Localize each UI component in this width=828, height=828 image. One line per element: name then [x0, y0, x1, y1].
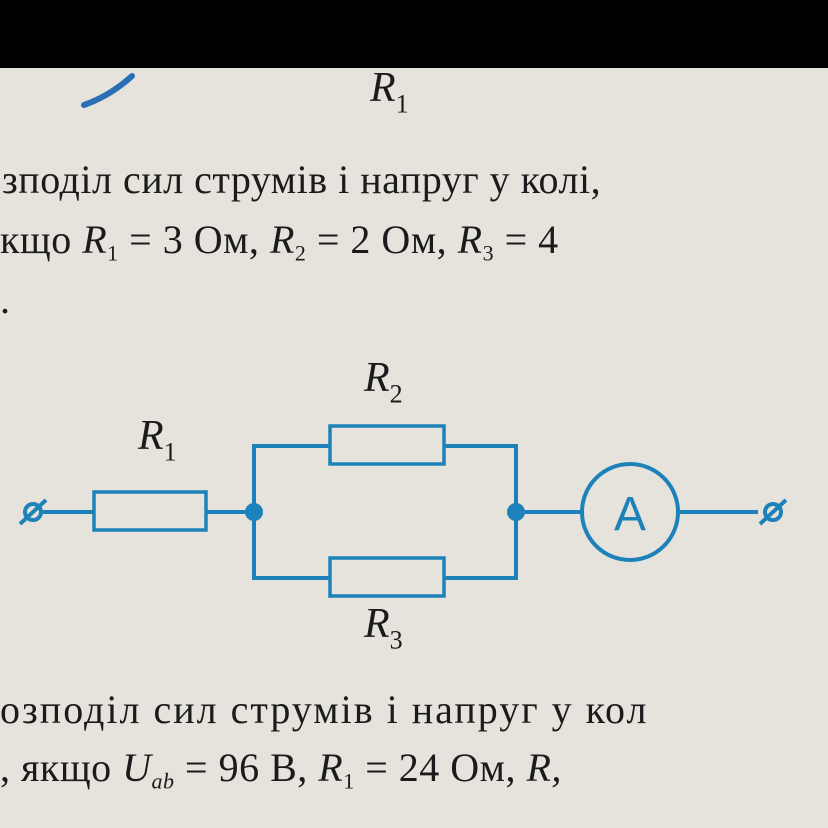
junction-left — [245, 503, 263, 521]
top-resistor-label: R1 — [370, 68, 409, 119]
pen-mark — [81, 73, 135, 108]
paragraph1-line1: зподіл сил струмів і напруг у колі, — [2, 157, 602, 202]
resistor-r2 — [328, 424, 446, 466]
paragraph1-line2: кщо R1 = 3 Ом, R2 = 2 Ом, R3 = 4 — [0, 217, 559, 266]
ammeter-label: A — [614, 488, 646, 541]
label-r1: R1 — [138, 413, 177, 467]
paragraph2-line2: , якщо Uab = 96 В, R1 = 24 Ом, R, — [0, 745, 562, 794]
label-r3: R3 — [364, 601, 403, 655]
right-terminal — [763, 502, 783, 522]
resistor-r1 — [92, 490, 208, 532]
resistor-r3 — [328, 556, 446, 598]
paragraph1-line3: . — [0, 277, 11, 322]
textbook-page: R1 зподіл сил струмів і напруг у колі, к… — [0, 68, 828, 828]
paragraph2-line1: озподіл сил струмів і напруг у кол — [0, 687, 649, 732]
junction-right — [507, 503, 525, 521]
circuit-diagram: A — [18, 424, 788, 598]
label-r2: R2 — [364, 355, 403, 409]
